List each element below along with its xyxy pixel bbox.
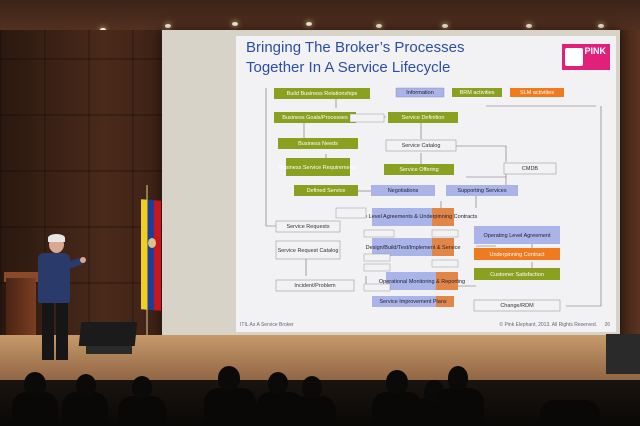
box-service-request-catalog: Service Request Catalog xyxy=(278,248,339,254)
speaker-legs xyxy=(42,300,68,360)
presentation-slide: Bringing The Broker’s Processes Together… xyxy=(236,36,616,332)
audience-head xyxy=(218,366,240,390)
audience-member xyxy=(436,388,484,426)
audience-head xyxy=(268,372,288,394)
box-business-service-requirements: Business Service Requirements xyxy=(279,165,357,171)
speaker-hair xyxy=(48,234,65,242)
audience-member xyxy=(62,392,108,426)
audience-head xyxy=(386,370,408,394)
stage-monitor-stand xyxy=(86,346,132,354)
slide-page-number: 26 xyxy=(604,322,610,328)
box-incident-problem: Incident/Problem xyxy=(294,283,336,289)
audience-member xyxy=(118,396,166,426)
ceiling-light-icon xyxy=(165,24,171,28)
speaker-hand xyxy=(80,257,86,263)
ceiling-light-icon xyxy=(442,24,448,28)
audience-member xyxy=(204,388,256,426)
audience-member xyxy=(290,396,336,426)
box-build-business-relationships: Build Business Relationships xyxy=(287,91,358,97)
box-operational-monitoring: Operational Monitoring & Reporting xyxy=(379,279,465,285)
colombia-flag xyxy=(141,199,161,311)
slide-title-line-1: Bringing The Broker’s Processes xyxy=(246,39,465,56)
box-customer-satisfaction: Customer Satisfaction xyxy=(490,272,544,278)
podium-top xyxy=(4,272,38,282)
legend: Information BRM activities SLM activitie… xyxy=(395,87,564,98)
box-service-improvement-plans: Service Improvement Plans xyxy=(379,299,446,305)
box-design-build-test: Design/Build/Test/Implement & Service xyxy=(366,245,461,251)
stage-monitor xyxy=(78,322,138,346)
elephant-icon xyxy=(565,48,583,66)
pink-elephant-logo: PINK xyxy=(562,44,610,70)
box-underpinning-contract: Underpinning Contract xyxy=(489,252,545,258)
service-lifecycle-diagram: Information BRM activities SLM activitie… xyxy=(265,87,602,312)
diagram-boxes: Build Business Relationships Business Go… xyxy=(274,88,561,312)
video-camera xyxy=(606,334,640,374)
ceiling-light-icon xyxy=(232,22,238,26)
box-service-requests: Service Requests xyxy=(286,224,329,230)
legend-slm-activities: SLM activities xyxy=(520,90,554,96)
box-supporting-services: Supporting Services xyxy=(457,188,506,194)
slide-footer-left: ITIL As A Service Broker xyxy=(240,322,294,328)
audience-head xyxy=(132,376,152,398)
audience-member xyxy=(12,392,58,426)
box-business-goals: Business Goals/Processes xyxy=(282,115,348,121)
legend-brm-activities: BRM activities xyxy=(460,90,495,96)
slide-copyright: © Pink Elephant, 2013. All Rights Reserv… xyxy=(499,322,598,328)
legend-information: Information xyxy=(406,90,434,96)
flag-emblem-icon xyxy=(148,238,156,248)
ceiling-light-icon xyxy=(598,24,604,28)
box-negotiations: Negotiations xyxy=(388,188,419,194)
audience-member xyxy=(540,400,600,426)
ceiling-light-icon xyxy=(306,22,312,26)
audience-head xyxy=(302,376,322,398)
ceiling-light-icon xyxy=(526,24,532,28)
box-service-offering: Service Offering xyxy=(399,167,438,173)
box-business-needs: Business Needs xyxy=(298,141,338,147)
slide-title-line-2: Together In A Service Lifecycle xyxy=(246,59,451,76)
box-operating-level-agreement: Operating Level Agreement xyxy=(484,233,551,239)
logo-text: PINK xyxy=(584,46,606,56)
ceiling-light-icon xyxy=(376,24,382,28)
slide-footer-right: © Pink Elephant, 2013. All Rights Reserv… xyxy=(499,322,610,328)
box-service-catalog: Service Catalog xyxy=(402,143,441,149)
audience-head xyxy=(24,372,46,396)
slide-title: Bringing The Broker’s Processes Together… xyxy=(246,38,546,78)
box-sla-underpinning: Service Level Agreements & Underpinning … xyxy=(349,214,478,220)
box-defined-service: Defined Service xyxy=(307,188,346,194)
box-service-definition: Service Definition xyxy=(402,115,445,121)
audience-head xyxy=(448,366,468,390)
box-cmdb: CMDB xyxy=(522,166,539,172)
audience-head xyxy=(76,374,96,396)
box-change-rdm: Change/RDM xyxy=(500,303,534,309)
speaker-body xyxy=(38,253,70,303)
small-connector-boxes xyxy=(335,113,459,292)
